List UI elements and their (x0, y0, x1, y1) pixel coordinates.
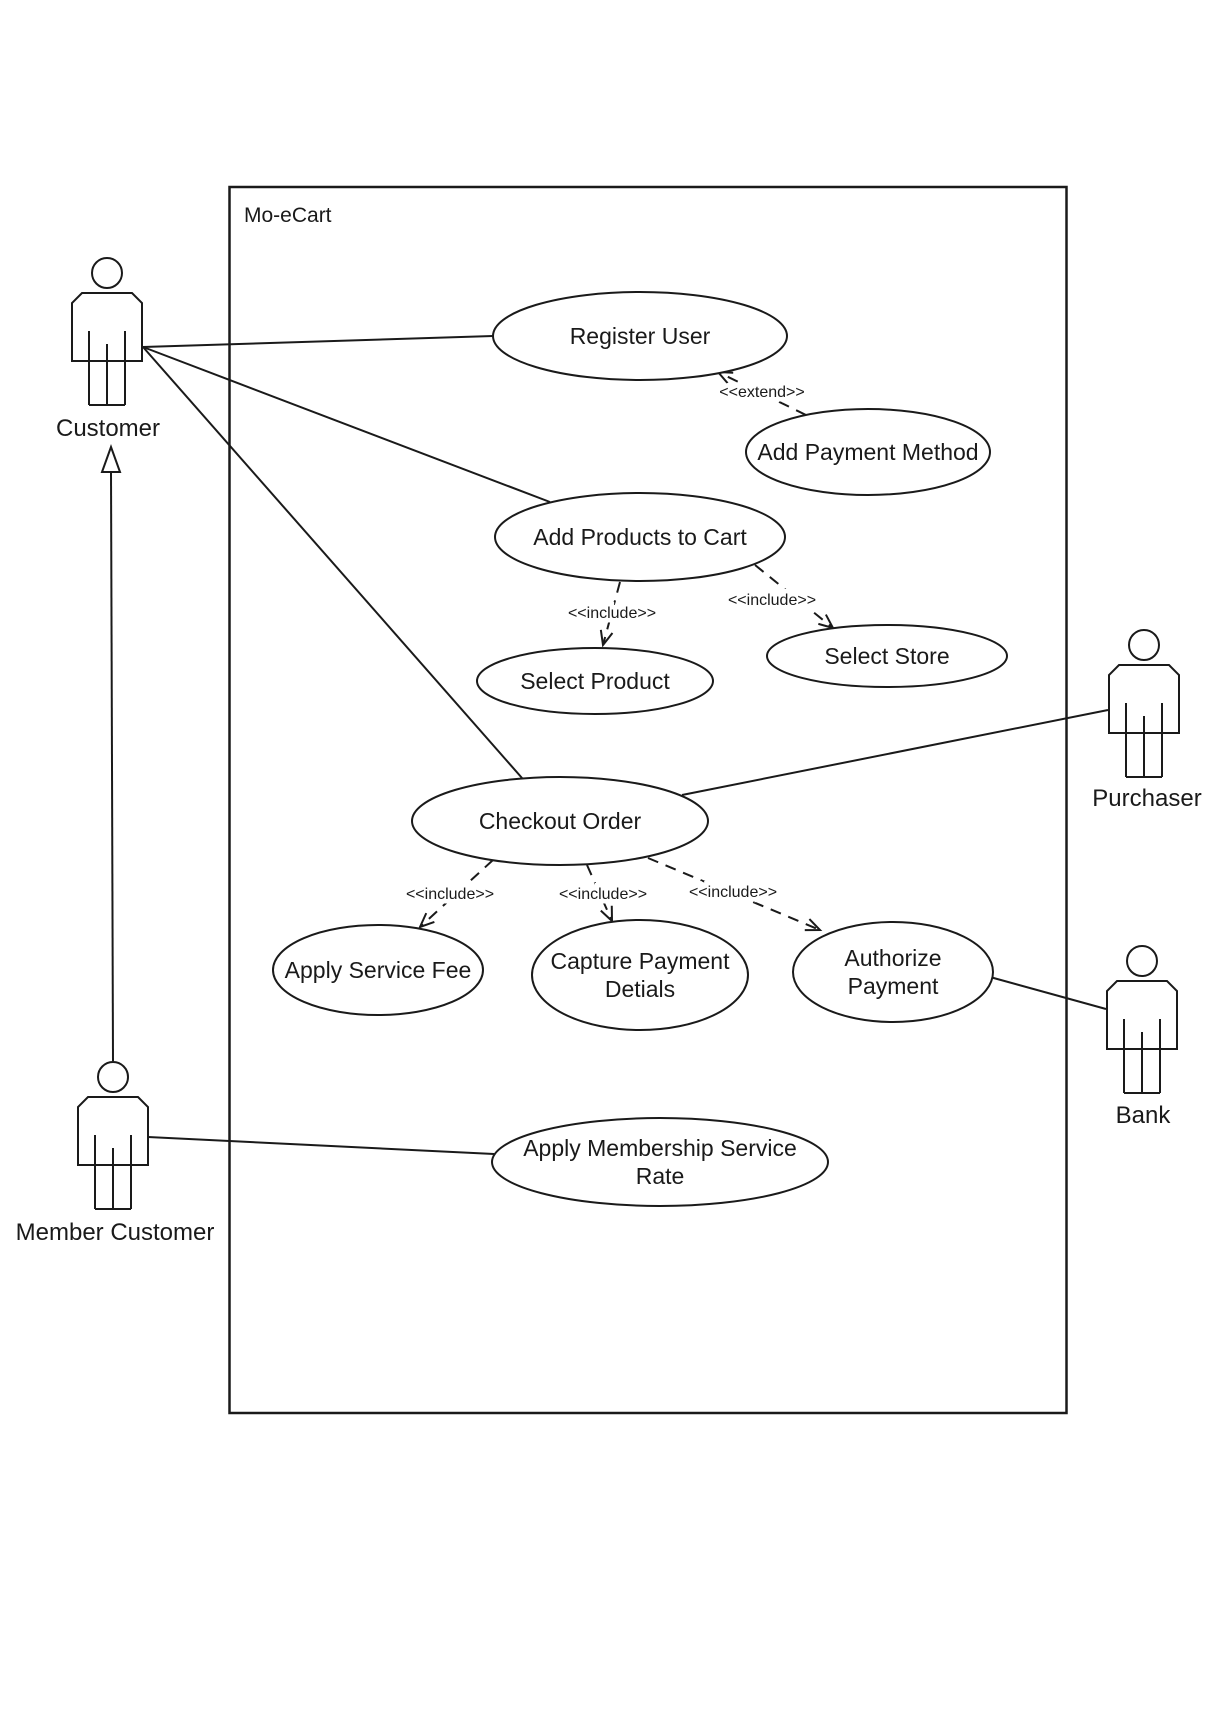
actor-label: Member Customer (16, 1219, 215, 1246)
use-case-label: Add Products to Cart (533, 524, 747, 550)
actor-customer: Customer (56, 258, 160, 442)
use-case-label-line1: Apply Membership Service (523, 1135, 797, 1161)
association-purchaser-checkout-order (681, 709, 1109, 796)
actor-label: Purchaser (1092, 785, 1201, 812)
system-title: Mo-eCart (244, 204, 332, 227)
use-case-apply-service-fee: Apply Service Fee (272, 924, 484, 1016)
use-case-select-product: Select Product (476, 647, 714, 715)
include-stereotype-label: <<include>> (568, 605, 656, 622)
use-case-add-payment-method: Add Payment Method (745, 408, 991, 496)
association-customer-checkout-order (142, 346, 523, 779)
include-stereotype-label: <<include>> (728, 592, 816, 609)
use-case-label-line1: Authorize (844, 945, 941, 971)
actor-label: Bank (1116, 1102, 1172, 1129)
include-arrow-checkout-apply-service-fee (418, 859, 494, 929)
use-case-select-store: Select Store (766, 624, 1008, 688)
use-case-authorize-payment: Authorize Payment (792, 921, 994, 1023)
use-case-label-line2: Detials (605, 976, 675, 1002)
extend-arrow-add-payment-method-register-user (715, 370, 807, 416)
association-bank-authorize-payment (989, 976, 1107, 1010)
use-case-label-line1: Capture Payment (551, 948, 731, 974)
use-case-label-line2: Payment (848, 973, 939, 999)
include-arrow-add-products-select-product (599, 581, 621, 648)
use-case-label: Select Product (520, 668, 670, 694)
extend-stereotype-label: <<extend>> (719, 384, 804, 401)
use-case-label: Add Payment Method (757, 439, 978, 465)
use-case-label: Register User (570, 323, 711, 349)
actor-person-icon (72, 258, 142, 405)
use-case-apply-membership-service-rate: Apply Membership Service Rate (491, 1117, 829, 1207)
actor-purchaser: Purchaser (1092, 630, 1202, 812)
include-stereotype-label: <<include>> (406, 886, 494, 903)
actor-member-customer: Member Customer (16, 1062, 215, 1246)
generalization-arrow-member-customer-customer (100, 444, 122, 1062)
include-arrow-checkout-capture-payment (586, 864, 614, 924)
generalization-triangle-icon (100, 444, 122, 473)
use-case-checkout-order: Checkout Order (411, 776, 709, 866)
association-member-customer-apply-membership-service-rate (147, 1136, 495, 1155)
include-arrow-add-products-select-store (754, 564, 835, 630)
use-case-label: Select Store (824, 643, 949, 669)
actor-person-icon (1107, 946, 1177, 1093)
include-stereotype-label: <<include>> (559, 886, 647, 903)
use-case-label: Checkout Order (479, 808, 642, 834)
actor-bank: Bank (1107, 946, 1177, 1129)
include-arrow-checkout-authorize-payment (647, 857, 823, 932)
actor-person-icon (78, 1062, 148, 1209)
include-stereotype-label: <<include>> (689, 884, 777, 901)
actor-label: Customer (56, 415, 160, 442)
use-case-label: Apply Service Fee (285, 957, 472, 983)
use-case-label-line2: Rate (636, 1163, 685, 1189)
actor-person-icon (1109, 630, 1179, 777)
use-case-register-user: Register User (492, 291, 788, 381)
use-case-capture-payment-detials: Capture Payment Detials (531, 919, 749, 1031)
use-case-add-products-to-cart: Add Products to Cart (494, 492, 786, 582)
association-customer-register-user (142, 335, 494, 348)
system-boundary (228, 185, 1068, 1415)
association-customer-add-products-to-cart (142, 346, 551, 503)
